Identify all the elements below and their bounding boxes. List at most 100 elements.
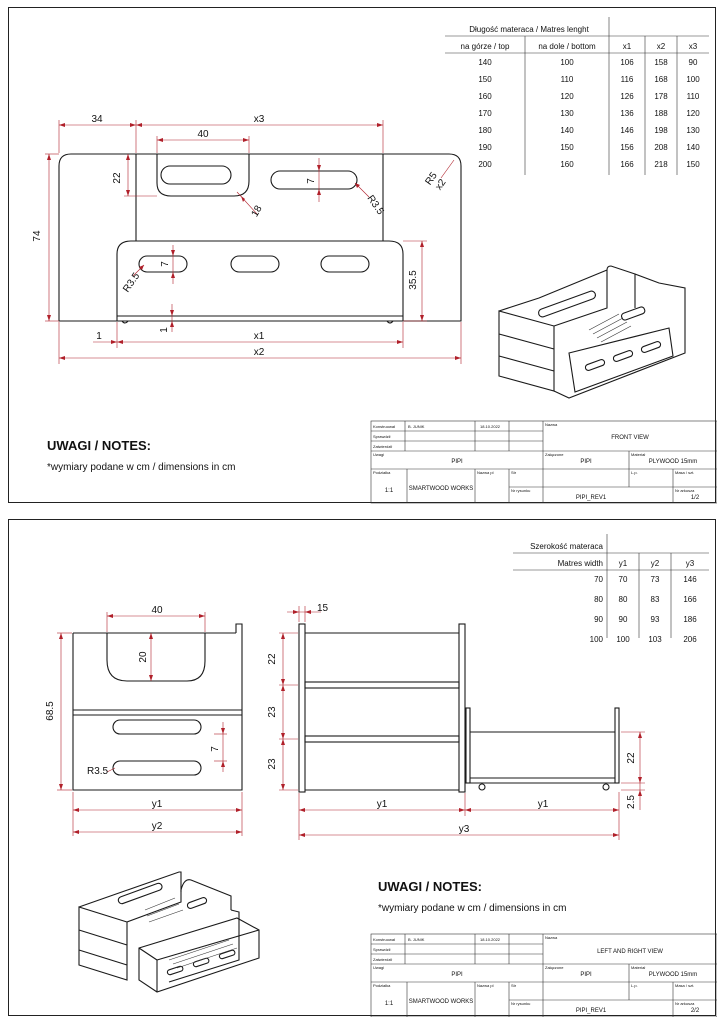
front-elevation	[58, 153, 462, 324]
dim-y1: y1	[538, 799, 549, 810]
table-header: x2	[657, 42, 666, 51]
table-header: na dole / bottom	[538, 42, 596, 51]
bed-isometric-sketch-drawer	[78, 871, 260, 993]
end-elevation	[298, 623, 620, 793]
attached-value: PIPI	[580, 459, 592, 465]
dim-x2: x2	[254, 347, 265, 358]
label-checked: Sprawdził	[373, 947, 390, 952]
designer-name: B. JUNIK	[408, 937, 425, 942]
table-cell: 190	[478, 143, 492, 152]
label-mass: Masa / szt.	[675, 470, 694, 475]
dim-7: 7	[210, 746, 221, 752]
label-drawing-no: Nr rysunku	[511, 488, 530, 493]
drawing-number: PIPI_REV1	[576, 1008, 607, 1014]
table-cell: 166	[683, 595, 697, 604]
material-value: PLYWOOD 15mm	[649, 972, 698, 978]
dim-18: 18	[250, 203, 265, 219]
label-scale: Podziałka	[373, 983, 391, 988]
table-header: x3	[689, 42, 698, 51]
dim-r3-5: R3.5	[121, 271, 142, 295]
drawing-sheet-side: Szerokość materaca Matres width y1 y2 y3…	[8, 519, 717, 1017]
label-drawing-no: Nr rysunku	[511, 1001, 530, 1006]
dim-35-5: 35.5	[408, 270, 419, 290]
dim-23: 23	[267, 706, 278, 718]
product-name: PIPI	[451, 459, 463, 465]
table-header: y2	[651, 559, 660, 568]
table-cell: 180	[478, 126, 492, 135]
label-sheet-no: Nr arkusza	[675, 1001, 695, 1006]
table-cell: 206	[683, 635, 697, 644]
mattress-width-table: Szerokość materaca Matres width y1 y2 y3…	[513, 534, 709, 644]
view-title: LEFT AND RIGHT VIEW	[597, 949, 663, 955]
notes-body: *wymiary podane w cm / dimensions in cm	[47, 462, 235, 473]
drawing-date: 18.10.2022	[480, 937, 501, 942]
table-cell: 80	[594, 595, 603, 604]
dim-y3: y3	[459, 824, 470, 835]
label-name: Nazwa	[545, 422, 558, 427]
dim-7: 7	[306, 178, 317, 184]
label-page: Str	[511, 983, 517, 988]
label-designer: Konstruował	[373, 424, 395, 429]
sheet-number: 2/2	[691, 1008, 700, 1014]
table-cell: 140	[478, 58, 492, 67]
table-cell: 168	[654, 75, 668, 84]
table-cell: 146	[683, 575, 697, 584]
table-cell: 146	[620, 126, 634, 135]
dim-68-5: 68.5	[45, 701, 56, 721]
table-cell: 208	[654, 143, 668, 152]
dim-15: 15	[317, 603, 329, 614]
label-notes: Uwagi	[373, 452, 384, 457]
table-cell: 110	[687, 92, 700, 101]
dim-x3: x3	[254, 114, 265, 125]
table-cell: 218	[654, 160, 668, 169]
table-header: y1	[619, 559, 628, 568]
label-scale: Podziałka	[373, 470, 391, 475]
table-cell: 120	[560, 92, 574, 101]
designer-name: B. JUNIK	[408, 424, 425, 429]
table-cell: 90	[594, 615, 603, 624]
table-cell: 83	[651, 595, 660, 604]
label-name-pl: Nazwa pl	[477, 470, 494, 475]
drawing-number: PIPI_REV1	[576, 495, 607, 501]
dim-x1: x1	[254, 331, 265, 342]
dim-22: 22	[112, 172, 123, 184]
scale-value: 1:1	[385, 1001, 394, 1007]
dim-22: 22	[626, 752, 637, 764]
drawing-sheet-front: Długość materaca / Matres lenght na górz…	[8, 7, 717, 504]
label-approved: Zatwierdził	[373, 444, 392, 449]
dim-20: 20	[138, 651, 149, 663]
dim-y1: y1	[152, 799, 163, 810]
dim-23: 23	[267, 758, 278, 770]
front-dimensions: 34 x3 40 22 74 7 7 R3.5 R3.5 R5	[32, 114, 462, 364]
table-cell: 156	[620, 143, 634, 152]
label-name-pl: Nazwa pl	[477, 983, 494, 988]
label-item-no: L.p.	[631, 470, 638, 475]
table-cell: 158	[654, 58, 668, 67]
table-cell: 150	[686, 160, 700, 169]
table-cell: 110	[561, 75, 574, 84]
table-cell: 166	[620, 160, 634, 169]
scale-value: 1:1	[385, 488, 394, 494]
dim-40: 40	[151, 605, 163, 616]
notes-heading: UWAGI / NOTES:	[378, 879, 482, 894]
table-cell: 178	[654, 92, 668, 101]
label-designer: Konstruował	[373, 937, 395, 942]
table-cell: 198	[654, 126, 668, 135]
bed-isometric-sketch	[498, 265, 686, 399]
title-block: Konstruował B. JUNIK 18.10.2022 Sprawdzi…	[370, 420, 717, 504]
table-cell: 73	[651, 575, 660, 584]
company-name: SMARTWOOD WORKS	[409, 999, 474, 1005]
drawing-date: 18.10.2022	[480, 424, 501, 429]
company-name: SMARTWOOD WORKS	[409, 486, 474, 492]
table-title: Długość materaca / Matres lenght	[469, 25, 589, 34]
table-cell: 103	[648, 635, 662, 644]
dim-40: 40	[197, 129, 209, 140]
table-cell: 116	[621, 75, 634, 84]
table-cell: 130	[686, 126, 700, 135]
label-notes: Uwagi	[373, 965, 384, 970]
table-cell: 90	[689, 58, 698, 67]
table-cell: 160	[478, 92, 492, 101]
dim-1: 1	[96, 331, 102, 342]
